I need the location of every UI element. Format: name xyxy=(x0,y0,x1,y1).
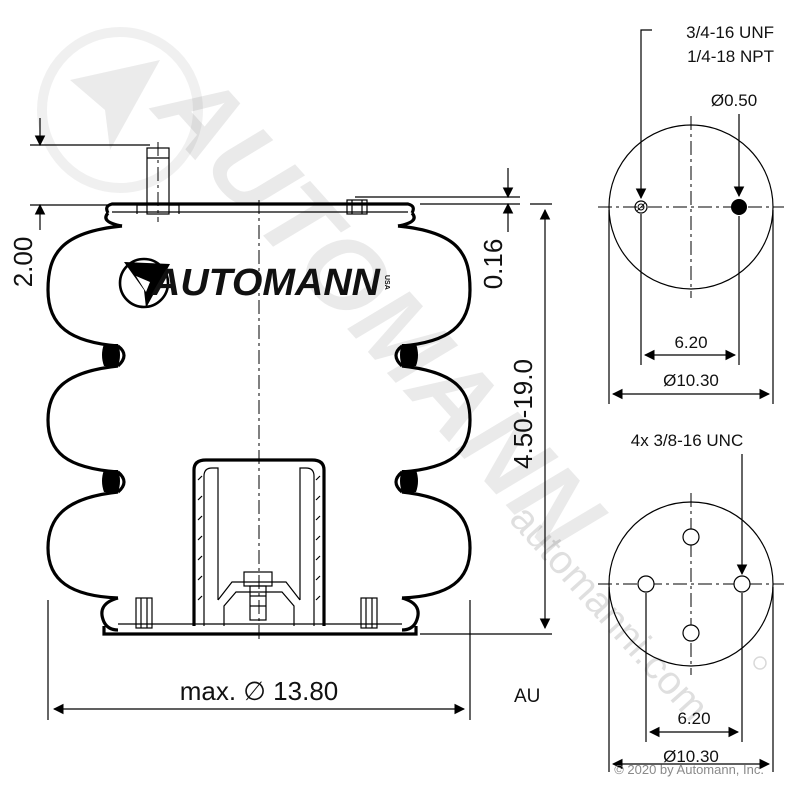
dimension-max-diameter: max. ∅ 13.80 xyxy=(47,600,471,720)
watermark-logo-ring xyxy=(37,27,203,193)
air-inlet-diameter-label: Ø0.50 xyxy=(711,91,757,110)
lower-convolution xyxy=(46,490,472,600)
bolt-hole-bottom-icon xyxy=(682,624,700,642)
bottom-stud-left xyxy=(135,597,153,629)
top-stud xyxy=(136,142,180,222)
air-inlet-fitting xyxy=(346,199,368,215)
logo-tm: USA xyxy=(383,275,390,290)
bottom-plate xyxy=(102,626,418,636)
top-plate-diameter-label: Ø10.30 xyxy=(663,371,719,390)
bottom-plate-view: 4x 3/8-16 UNC 6.20 Ø10.30 xyxy=(598,431,784,772)
part-code: AU xyxy=(514,686,540,707)
bottom-bolt-spec: 4x 3/8-16 UNC xyxy=(631,431,743,450)
dimension-top-height: 2.00 xyxy=(8,118,150,287)
watermark: AUTOMANN automanni.com xyxy=(37,27,767,729)
logo-wordmark: AUTOMANN xyxy=(151,262,382,304)
watermark-logo-icon xyxy=(70,60,160,150)
bottom-bolt-spacing-label: 6.20 xyxy=(677,709,710,728)
top-plate-view: 3/4-16 UNF 1/4-18 NPT Ø0.50 6.20 Ø10.30 xyxy=(598,23,784,404)
bottom-plate-diameter-label: Ø10.30 xyxy=(663,747,719,766)
piston xyxy=(192,458,326,626)
dimension-plate-thickness: 0.16 xyxy=(355,168,520,289)
air-inlet-hole-icon xyxy=(731,199,747,215)
dimension-max-diameter-label: max. ∅ 13.80 xyxy=(180,676,339,706)
dimension-plate-thickness-label: 0.16 xyxy=(478,239,508,290)
automann-logo: AUTOMANN USA xyxy=(118,257,390,309)
bolt-hole-right-icon xyxy=(733,575,751,593)
bottom-stud-right xyxy=(360,597,378,629)
bottom-bead xyxy=(100,596,420,632)
top-plate xyxy=(105,202,415,214)
bolt-hole-top-icon xyxy=(682,528,700,546)
watermark-registered-icon xyxy=(753,656,767,670)
top-bolt-spacing-label: 6.20 xyxy=(674,333,707,352)
upper-convolution xyxy=(46,224,472,348)
girdle-ring-lower xyxy=(102,470,418,492)
top-thread-spec-2: 1/4-18 NPT xyxy=(687,47,774,66)
dimension-stroke-range-label: 4.50-19.0 xyxy=(508,359,538,469)
bolt-hole-left-icon xyxy=(637,575,655,593)
top-thread-spec-1: 3/4-16 UNF xyxy=(686,23,774,42)
copyright-notice: © 2020 by Automann, Inc. xyxy=(614,762,764,777)
watermark-brand-text: AUTOMANN xyxy=(131,46,625,577)
middle-convolution xyxy=(46,364,472,474)
circle-arrow-logo-icon xyxy=(118,257,170,309)
stud-hole-symbol-icon xyxy=(634,200,648,214)
dimension-stroke-range: 4.50-19.0 xyxy=(420,203,552,635)
dimension-top-height-label: 2.00 xyxy=(8,237,38,288)
air-spring-side-view: AUTOMANN USA xyxy=(46,142,472,640)
